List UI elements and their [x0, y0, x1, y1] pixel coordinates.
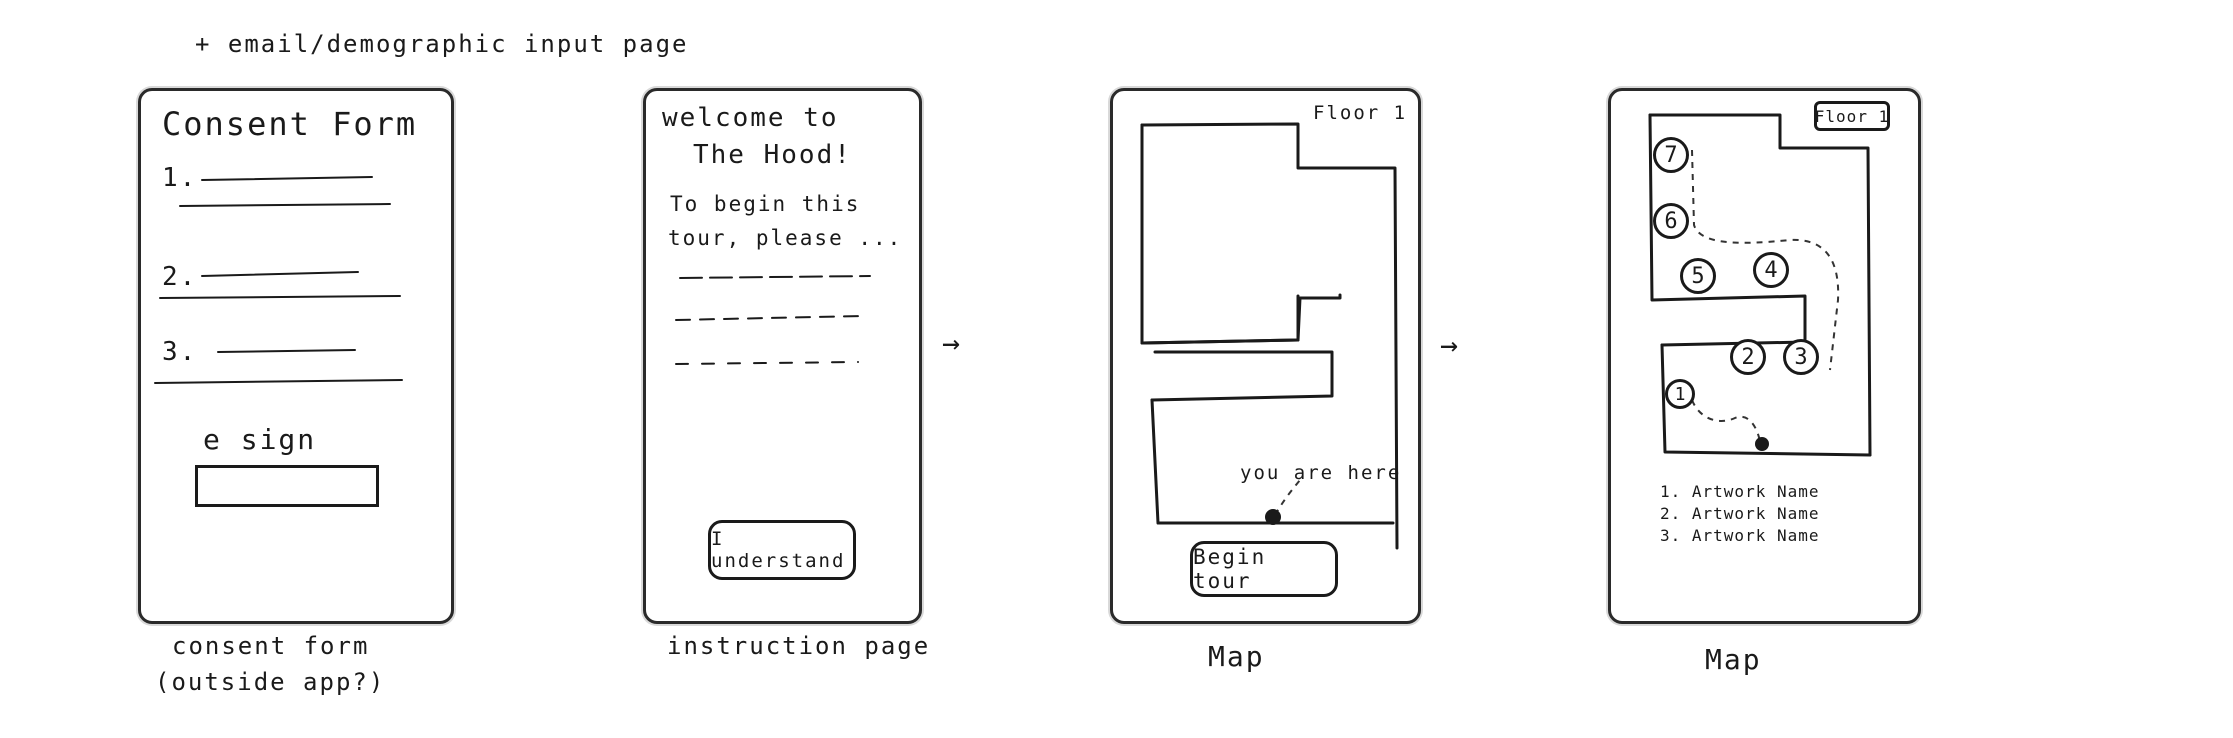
consent-item-1-line-a — [201, 176, 373, 181]
floor-plan-2-upper-left — [1648, 113, 1807, 342]
floor-plan-2-lower-room — [1660, 340, 1807, 347]
map2-floor-badge: Floor 1 — [1814, 101, 1890, 131]
instruction-caption: instruction page — [667, 632, 931, 660]
map2-you-are-here-marker — [1755, 437, 1769, 451]
welcome-heading-line-2: The Hood! — [693, 140, 852, 170]
map2-floor-label: Floor 1 — [1814, 106, 1890, 126]
artwork-list-item-3[interactable]: 3. Artwork Name — [1660, 526, 1820, 545]
flow-arrow-1: → — [942, 326, 961, 361]
consent-item-1-line-b — [179, 203, 391, 207]
tour-stop-1[interactable]: 1 — [1665, 379, 1695, 409]
tour-stop-6[interactable]: 6 — [1653, 203, 1689, 239]
consent-item-label-1: 1. — [162, 163, 198, 193]
esign-label: e sign — [203, 423, 317, 456]
consent-item-3-line-a — [217, 349, 356, 353]
esign-input[interactable] — [195, 465, 379, 507]
consent-item-label-3: 3. — [162, 337, 198, 367]
instruction-line-1 — [679, 275, 871, 279]
map1-floor-label: Floor 1 — [1313, 102, 1408, 124]
consent-item-3-line-b — [154, 379, 403, 384]
top-note: + email/demographic input page — [195, 30, 689, 58]
instruction-line-3 — [675, 361, 859, 365]
floor-plan-1-lower-room — [1150, 350, 1334, 402]
flow-arrow-2: → — [1440, 328, 1459, 363]
tour-stop-4[interactable]: 4 — [1753, 252, 1789, 288]
instruction-body-line-2: tour, please ... — [668, 226, 903, 250]
map-screen-1 — [1110, 88, 1421, 624]
begin-tour-button-label: Begin tour — [1193, 545, 1267, 593]
artwork-list-item-2[interactable]: 2. Artwork Name — [1660, 504, 1820, 523]
instruction-body-line-1: To begin this — [670, 192, 861, 216]
floor-plan-1-upper-room — [1140, 122, 1399, 550]
floor-plan-2-lower-wall — [1660, 343, 1872, 457]
begin-tour-button[interactable]: Begin tour — [1190, 541, 1338, 597]
consent-caption-line-2: (outside app?) — [155, 668, 386, 696]
tour-stop-3[interactable]: 3 — [1783, 339, 1819, 375]
i-understand-button[interactable]: I understand — [708, 520, 856, 580]
map1-caption: Map — [1208, 640, 1265, 673]
welcome-heading-line-1: welcome to — [662, 103, 839, 133]
tour-stop-5[interactable]: 5 — [1680, 258, 1716, 294]
artwork-list-item-1[interactable]: 1. Artwork Name — [1660, 482, 1820, 501]
tour-route — [1691, 149, 1840, 443]
consent-item-2-line-a — [201, 271, 359, 277]
tour-stop-7[interactable]: 7 — [1653, 137, 1689, 173]
map2-caption: Map — [1705, 643, 1762, 676]
floor-plan-1-lower-wall — [1150, 398, 1395, 525]
consent-item-label-2: 2. — [162, 262, 198, 292]
floor-plan-1-upper-notch — [1140, 294, 1300, 345]
i-understand-button-label: I understand — [711, 528, 846, 572]
you-are-here-label: you are here — [1240, 462, 1402, 484]
consent-form-screen — [138, 88, 454, 624]
consent-caption-line-1: consent form — [172, 632, 370, 660]
consent-item-2-line-b — [159, 295, 401, 299]
consent-form-title: Consent Form — [162, 105, 418, 143]
tour-stop-2[interactable]: 2 — [1730, 339, 1766, 375]
instruction-line-2 — [675, 315, 863, 321]
you-are-here-marker — [1265, 509, 1281, 525]
floor-plan-2-upper-room — [1648, 113, 1872, 457]
